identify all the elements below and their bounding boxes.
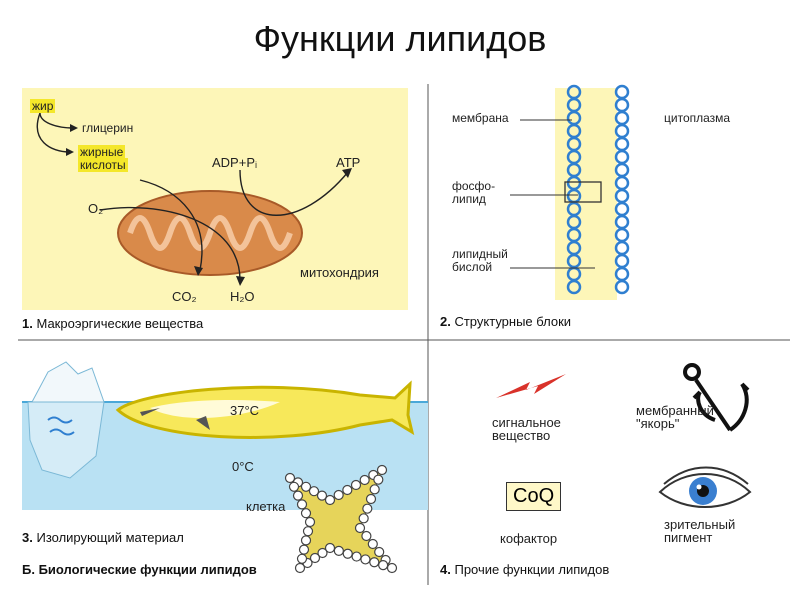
co2-label: CO₂	[172, 289, 197, 304]
cell-membrane-bead	[292, 490, 304, 501]
cell-membrane-bead	[351, 551, 362, 562]
cell-label: клетка	[246, 499, 286, 514]
cell-membrane-bead	[386, 562, 398, 574]
cell-membrane-bead	[376, 464, 388, 476]
phospholipid-head	[614, 227, 630, 243]
cell-membrane-bead	[342, 484, 353, 496]
temp-37-label: 37°C	[230, 403, 260, 418]
cell-membrane-bead	[324, 494, 336, 506]
cell-membrane-bead	[294, 562, 306, 574]
cell-membrane-bead	[360, 554, 371, 565]
phospholipid-head	[614, 84, 630, 100]
phospholipid-head	[614, 162, 630, 178]
anchor-label: мембранный"якорь"	[636, 403, 714, 431]
cell-membrane-bead	[350, 479, 362, 491]
o2-label: O₂	[88, 201, 104, 216]
page-title: Функции липидов	[253, 18, 547, 59]
mitochondrion-icon	[117, 190, 303, 276]
cell-membrane-bead	[308, 486, 320, 497]
phospholipid-head	[614, 149, 630, 165]
cell-beads	[284, 464, 398, 574]
phospholipid-beads	[566, 84, 630, 295]
signal-arrow-icon	[496, 374, 566, 398]
cell-membrane-bead	[374, 546, 385, 558]
panel1-caption: 1. Макроэргические вещества	[22, 316, 204, 331]
phospholipid-head	[614, 97, 630, 113]
phospholipid-head	[614, 214, 630, 230]
phospholipid-head	[614, 253, 630, 269]
cell-membrane-bead	[296, 499, 308, 510]
cell-membrane-bead	[333, 489, 344, 501]
atp-label: ATP	[336, 155, 361, 170]
phospholipid-head	[614, 110, 630, 126]
panel3-caption: 3. Изолирующий материал	[22, 530, 184, 545]
glycerol-label: глицерин	[82, 121, 134, 135]
anchor-icon	[683, 363, 750, 432]
cell-membrane-bead	[359, 474, 370, 486]
cell-membrane-bead	[333, 545, 344, 556]
cell-membrane-bead	[288, 481, 300, 492]
phospholipid-box	[564, 181, 602, 203]
cell-membrane-bead	[369, 484, 380, 495]
coq-box: CoQ	[506, 482, 562, 511]
cell-membrane-bead	[367, 538, 378, 550]
cell-membrane-bead	[342, 548, 353, 559]
whale-icon	[115, 380, 415, 439]
cell-membrane-bead	[300, 508, 312, 519]
cell-membrane-bead	[365, 493, 377, 505]
phospholipid-head	[614, 123, 630, 139]
cell-membrane-bead	[324, 542, 336, 554]
phospholipid-head	[614, 240, 630, 256]
cell-membrane-bead	[298, 544, 310, 555]
fat-label: жир	[30, 99, 56, 113]
cell-membrane-bead	[300, 535, 312, 546]
arrow-heads	[66, 124, 352, 286]
phospholipid-head	[614, 279, 630, 295]
cofactor-label: кофактор	[500, 531, 558, 546]
cell-membrane-bead	[354, 522, 366, 534]
metabolic-arrows	[36, 112, 349, 281]
iceberg-icon	[27, 361, 105, 479]
cell-membrane-bead	[369, 557, 380, 568]
phospholipid-head	[614, 266, 630, 282]
phospholipid-head	[614, 188, 630, 204]
cytoplasm-label: цитоплазма	[664, 111, 731, 125]
mitochondrion-label: митохондрия	[300, 265, 379, 280]
h2o-label: H₂O	[230, 289, 255, 304]
phospholipid-head	[566, 279, 582, 295]
cell-membrane-bead	[362, 503, 373, 514]
cell-membrane-bead	[296, 553, 308, 564]
membrane-label: мембрана	[452, 111, 509, 125]
cell-membrane-bead	[300, 481, 312, 492]
cell-membrane-bead	[358, 513, 369, 524]
cell-membrane-bead	[302, 526, 314, 537]
cell-membrane-bead	[316, 490, 328, 501]
adp-label: ADP+Pᵢ	[212, 155, 258, 170]
phospholipid-head	[614, 175, 630, 191]
section-b-caption: Б. Биологические функции липидов	[22, 562, 257, 577]
cell-membrane-bead	[284, 472, 296, 484]
cell-membrane-bead	[317, 547, 328, 559]
phospholipid-head	[614, 136, 630, 152]
phospholipid-label: фосфо-липид	[452, 179, 496, 206]
cell-membrane-bead	[304, 516, 316, 528]
temp-0-label: 0°C	[232, 459, 254, 474]
cell-membrane-bead	[373, 474, 384, 485]
cell-membrane-bead	[378, 560, 389, 571]
panel4-caption: 4. Прочие функции липидов	[440, 562, 610, 577]
cell-membrane-bead	[309, 552, 321, 564]
phospholipid-head	[614, 201, 630, 217]
eye-icon	[658, 466, 752, 508]
panel2-caption: 2. Структурные блоки	[440, 314, 572, 329]
cell-membrane-bead	[361, 530, 372, 542]
